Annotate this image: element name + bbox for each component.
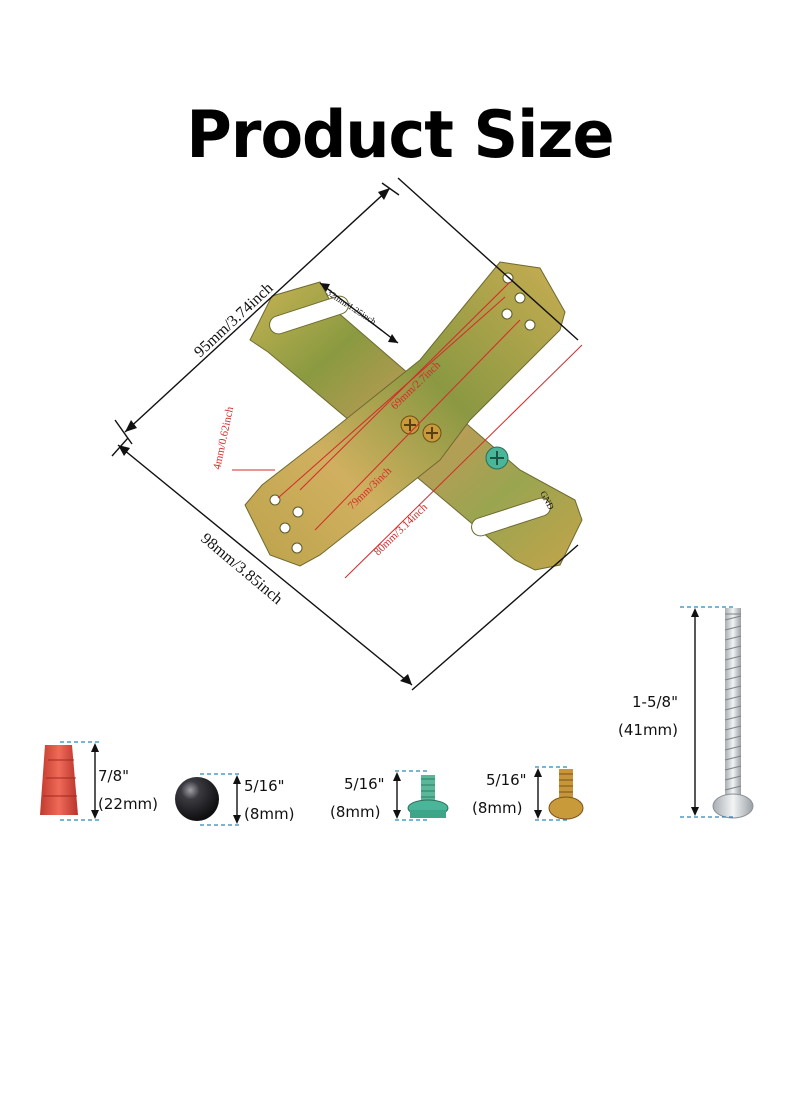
ball-size-in: 5/16" [244,777,285,795]
wire-nut [40,745,78,815]
wire-nut-size: 7/8" (22mm) [98,762,158,818]
bracket-arm-holes [244,261,566,567]
dimension-lines [111,177,579,691]
long-screw-size-in: 1-5/8" [632,693,678,711]
ball-size: 5/16" (8mm) [244,772,294,828]
dim-4: 4mm/0.62inch [211,405,236,470]
brass-screw-size-in: 5/16" [486,771,527,789]
ball-size-mm: (8mm) [244,805,295,823]
long-screw [712,608,754,819]
wire-nut-size-mm: (22mm) [98,795,159,813]
long-screw-size: 1-5/8" (41mm) [618,688,678,744]
metal-ball [175,777,219,821]
brass-screw-size-mm: (8mm) [472,799,523,817]
green-screw-size-in: 5/16" [344,775,385,793]
center-screws [400,415,509,470]
green-screw-size-mm: (8mm) [330,803,381,821]
part-arrow-heads [91,608,699,824]
dimension-arrows [118,188,412,685]
part-arrows [94,611,696,821]
dim-80: 80mm/3.14inch [372,501,431,558]
page-title: Product Size [186,96,614,173]
brass-screw-size: 5/16" (8mm) [472,766,527,822]
part-guides [60,606,735,826]
green-screw-size: 5/16" (8mm) [330,770,385,826]
red-dimension-lines [232,281,583,579]
green-screw [407,775,449,818]
long-screw-size-mm: (41mm) [618,721,679,739]
wire-nut-size-in: 7/8" [98,767,130,785]
brass-screw [548,769,584,820]
